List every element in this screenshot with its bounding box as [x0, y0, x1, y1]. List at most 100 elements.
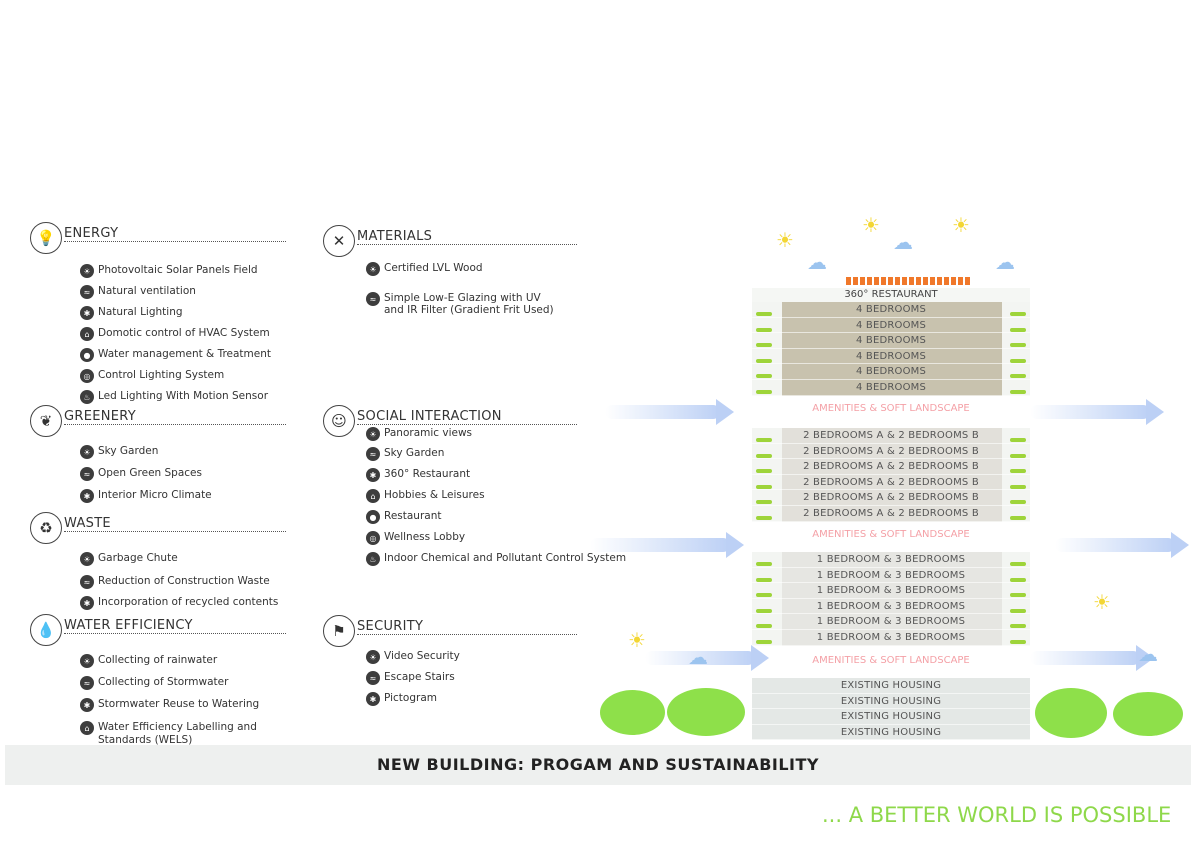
list-item: ☀ Video Security: [366, 650, 460, 664]
sun-icon: ☀: [776, 228, 794, 252]
list-item: ☀Certified LVL Wood: [366, 262, 483, 276]
list-item: ⌂ Hobbies & Leisures: [366, 489, 485, 503]
waste-icon: ♻: [30, 512, 62, 544]
item-label: Reduction of Construction Waste: [98, 575, 270, 587]
item-icon: ✱: [80, 489, 94, 503]
list-item: ✱ Pictogram: [366, 692, 437, 706]
tree: [667, 688, 745, 736]
item-icon: ≈: [80, 575, 94, 589]
list-item: ≈ Escape Stairs: [366, 671, 455, 685]
balcony-planter: [756, 327, 772, 332]
floor-label: 4 BEDROOMS: [752, 380, 1030, 396]
amenities-label: AMENITIES & SOFT LANDSCAPE: [812, 529, 970, 540]
solar-panels: [846, 277, 970, 285]
item-icon: ≈: [80, 676, 94, 690]
balcony-planter: [1010, 640, 1026, 644]
item-label: 360° Restaurant: [384, 468, 471, 480]
item-label: Video Security: [384, 650, 460, 662]
item-label: Indoor Chemical and Pollutant Control Sy…: [384, 552, 627, 564]
item-icon: ☀: [80, 552, 94, 566]
balcony-planter: [1010, 374, 1026, 379]
balcony-planter: [1010, 577, 1026, 582]
item-label: Escape Stairs: [384, 671, 455, 683]
balcony-planter: [756, 469, 772, 474]
item-icon: ≈: [366, 671, 380, 685]
item-icon: ≈: [366, 447, 380, 461]
item-icon: ⌂: [80, 327, 94, 341]
list-item: ≈Natural ventilation: [80, 285, 196, 299]
item-label: Pictogram: [384, 692, 437, 704]
balcony-planter: [756, 500, 772, 505]
floor-label: 4 BEDROOMS: [752, 364, 1030, 380]
list-item: ⌂ Water Efficiency Labelling and: [80, 721, 257, 735]
wind-arrow: [645, 645, 769, 671]
list-item: ≈ Reduction of Construction Waste: [80, 575, 270, 589]
item-icon: ≈: [80, 467, 94, 481]
floor-label: 1 BEDROOM & 3 BEDROOMS: [752, 568, 1030, 584]
balcony-planter: [756, 438, 772, 442]
list-item: ⌂Domotic control of HVAC System: [80, 327, 270, 341]
balcony-planter: [1010, 469, 1026, 474]
item-label: Control Lighting System: [98, 369, 225, 381]
item-label: Led Lighting With Motion Sensor: [98, 390, 269, 402]
item-label: Water management & Treatment: [98, 348, 272, 360]
balcony-planter: [756, 358, 772, 363]
balcony-planter: [1010, 327, 1026, 332]
item-label: Panoramic views: [384, 427, 473, 439]
list-item: ✱ Stormwater Reuse to Watering: [80, 698, 259, 712]
balcony-planter: [1010, 562, 1026, 566]
balcony-planter: [756, 484, 772, 489]
wind-arrow: [1030, 645, 1154, 671]
item-label: Simple Low-E Glazing with UV: [384, 292, 541, 304]
balcony-planter: [1010, 500, 1026, 505]
slogan: ... A BETTER WORLD IS POSSIBLE: [822, 803, 1172, 827]
balcony-planter: [756, 374, 772, 379]
water-icon: 💧: [30, 614, 62, 646]
balcony-planter: [756, 312, 772, 316]
list-item: ●Water management & Treatment: [80, 348, 271, 362]
balcony-planter: [756, 516, 772, 520]
list-item: ☀Panoramic views: [366, 427, 472, 441]
section-heading: WASTE: [64, 516, 286, 532]
item-label: Standards (WELS): [98, 734, 193, 746]
balcony-planter: [1010, 358, 1026, 363]
floor-label: 1 BEDROOM & 3 BEDROOMS: [752, 552, 1030, 568]
item-label: Hobbies & Leisures: [384, 489, 485, 501]
floor-label: EXISTING HOUSING: [752, 709, 1030, 725]
amenities-label: AMENITIES & SOFT LANDSCAPE: [812, 655, 970, 666]
middle-block-core: [782, 428, 1002, 522]
item-icon: ☀: [80, 445, 94, 459]
item-icon: ⌂: [80, 721, 94, 735]
balcony-planter: [756, 640, 772, 644]
item-icon: ✱: [80, 698, 94, 712]
floor-label: 2 BEDROOMS A & 2 BEDROOMS B: [752, 506, 1030, 522]
floor-label: 2 BEDROOMS A & 2 BEDROOMS B: [752, 475, 1030, 491]
item-icon: ☀: [366, 650, 380, 664]
item-icon: ⌂: [366, 489, 380, 503]
wind-arrow: [590, 532, 744, 558]
rain-cloud-icon: ☁: [807, 250, 827, 274]
list-item: ☀Sky Garden: [80, 445, 158, 459]
item-icon: ☀: [80, 654, 94, 668]
balcony-planter: [1010, 484, 1026, 489]
floor-label: EXISTING HOUSING: [752, 725, 1030, 741]
balcony-planter: [756, 608, 772, 613]
list-item: ◎Wellness Lobby: [366, 531, 465, 545]
list-item: ✱Incorporation of recycled contents: [80, 596, 278, 610]
balcony-planter: [1010, 453, 1026, 458]
existing-block-core: [752, 678, 1030, 741]
item-icon: ✱: [366, 692, 380, 706]
rain-cloud-icon: ☁: [995, 250, 1015, 274]
list-item: ≈Simple Low-E Glazing with UV: [366, 292, 541, 306]
item-label: Stormwater Reuse to Watering: [98, 698, 260, 710]
balcony-planter: [1010, 390, 1026, 394]
balcony-planter: [1010, 343, 1026, 348]
list-item: ≈Open Green Spaces: [80, 467, 202, 481]
item-label: Water Efficiency Labelling and: [98, 721, 257, 733]
restaurant-floor: 360° RESTAURANT: [752, 288, 1030, 302]
floor-label: 1 BEDROOM & 3 BEDROOMS: [752, 630, 1030, 646]
floor-label: 2 BEDROOMS A & 2 BEDROOMS B: [752, 490, 1030, 506]
